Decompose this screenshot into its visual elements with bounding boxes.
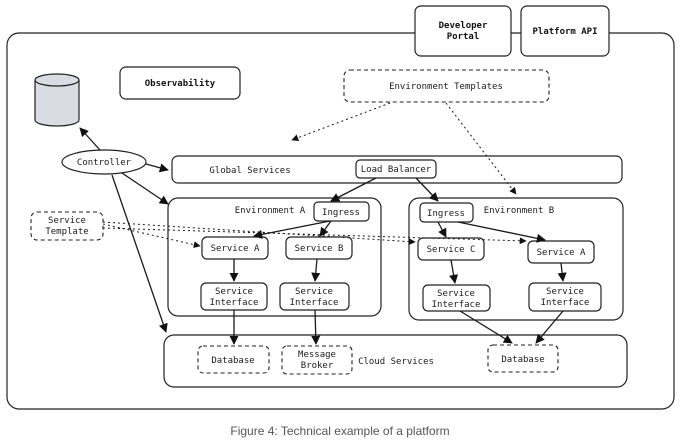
- global-services-label: Global Services: [209, 166, 290, 176]
- service-c-env-b-box: Service C: [417, 237, 485, 261]
- edge-ingress-b-service-a: [457, 221, 546, 243]
- service-a-env-b-box: Service A: [527, 240, 595, 264]
- service-c-env-b-label: Service C: [427, 245, 476, 255]
- service-interface-a2-line1: Service: [295, 287, 333, 297]
- developer-portal-line2: Portal: [447, 32, 480, 42]
- environment-b-label: Environment B: [484, 206, 554, 216]
- service-interface-b1-line1: Service: [437, 289, 475, 299]
- service-a-env-a-box: Service A: [201, 236, 269, 260]
- message-broker-line1: Message: [298, 350, 336, 360]
- database-a-box: Database: [197, 345, 270, 374]
- platform-diagram: Developer Portal Platform API Observabil…: [6, 5, 675, 410]
- database-a-label: Database: [211, 356, 254, 366]
- edge-templates-envb: [445, 102, 517, 195]
- edge-ingress-a-service-b: [319, 220, 332, 237]
- database-b-box: Database: [487, 344, 559, 373]
- environment-templates-label: Environment Templates: [389, 82, 503, 92]
- edge-interface-message-broker: [311, 309, 321, 345]
- edge-template-service-a-enva: [102, 223, 201, 249]
- message-broker-box: Message Broker: [281, 345, 353, 375]
- edge-controller-enva: [121, 172, 169, 205]
- ingress-b-label: Ingress: [427, 209, 465, 219]
- cloud-services-label: Cloud Services: [358, 357, 434, 367]
- developer-portal-box: Developer Portal: [414, 5, 512, 57]
- controller-node: Controller: [61, 149, 147, 175]
- environment-templates-box: Environment Templates: [343, 69, 550, 103]
- figure-caption: Figure 4: Technical example of a platfor…: [230, 424, 450, 438]
- observability-box: Observability: [119, 66, 241, 100]
- edge-lb-ingress-b: [415, 177, 439, 202]
- load-balancer-label: Load Balancer: [361, 165, 432, 175]
- edge-template-service-c: [102, 221, 416, 246]
- edge-service-b-interface: [311, 258, 321, 282]
- controller-label: Controller: [77, 158, 132, 168]
- service-interface-a1-box: Service Interface: [200, 282, 268, 311]
- ingress-a-label: Ingress: [322, 208, 360, 218]
- environment-a-label: Environment A: [235, 206, 306, 216]
- database-cylinder-icon: [34, 73, 80, 127]
- message-broker-line2: Broker: [301, 361, 334, 371]
- edge-template-service-a-envb: [102, 227, 527, 245]
- service-interface-a1-line2: Interface: [210, 298, 259, 308]
- developer-portal-line1: Developer: [439, 21, 488, 31]
- service-interface-a2-box: Service Interface: [279, 282, 350, 311]
- edge-interface-database-b1: [459, 310, 513, 344]
- service-interface-a1-line1: Service: [215, 287, 253, 297]
- service-template-line1: Service: [48, 216, 86, 226]
- service-interface-b2-line1: Service: [546, 287, 584, 297]
- service-interface-b1-box: Service Interface: [422, 284, 491, 312]
- service-interface-b2-line2: Interface: [541, 298, 590, 308]
- service-b-env-a-box: Service B: [285, 236, 353, 260]
- connectors: [79, 102, 567, 345]
- service-interface-b1-line2: Interface: [432, 300, 481, 310]
- service-template-box: Service Template: [30, 211, 104, 241]
- ingress-a-box: Ingress: [313, 201, 370, 222]
- edge-controller-cloud: [111, 174, 168, 333]
- observability-label: Observability: [145, 78, 216, 89]
- platform-api-box: Platform API: [520, 5, 610, 57]
- service-a-env-a-label: Service A: [211, 244, 260, 254]
- edge-controller-global: [145, 163, 169, 173]
- edge-interface-database-b2: [535, 310, 564, 344]
- edge-ingress-a-service-a: [253, 220, 331, 239]
- service-interface-a2-line2: Interface: [290, 298, 339, 308]
- service-a-env-b-label: Service A: [537, 248, 586, 258]
- edge-lb-ingress-a: [330, 177, 377, 202]
- load-balancer-box: Load Balancer: [355, 159, 437, 179]
- edge-service-a-b-interface: [557, 262, 567, 282]
- service-template-line2: Template: [45, 227, 88, 237]
- edge-service-c-interface: [449, 259, 459, 284]
- ingress-b-box: Ingress: [419, 202, 474, 223]
- platform-api-label: Platform API: [532, 27, 597, 37]
- service-b-env-a-label: Service B: [295, 244, 344, 254]
- edge-controller-db: [79, 127, 101, 151]
- edge-ingress-b-service-c: [437, 221, 447, 238]
- service-interface-b2-box: Service Interface: [528, 282, 602, 312]
- database-b-label: Database: [501, 355, 544, 365]
